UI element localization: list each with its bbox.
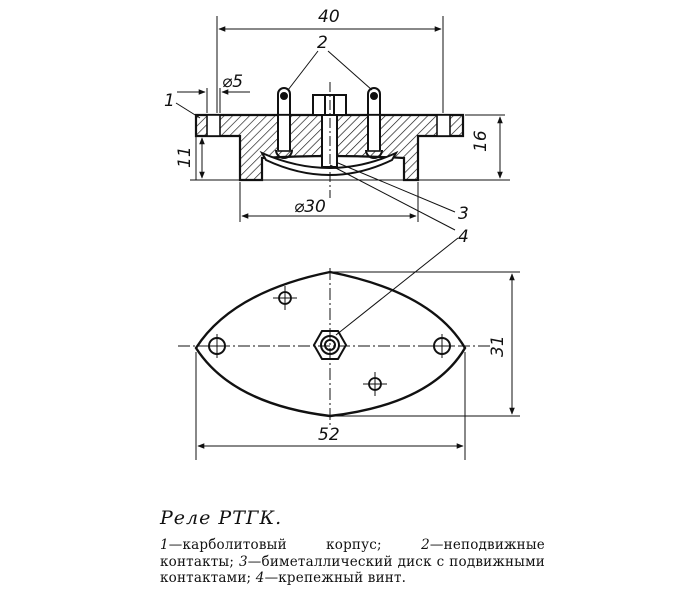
plan-view: [178, 268, 490, 425]
legend-text-1: —карболитовый корпус;: [168, 537, 422, 553]
legend-text-4: —крепежный винт.: [264, 570, 407, 586]
plan-contact-hole-bottom: [363, 372, 387, 396]
dim-width-40: 40: [318, 7, 340, 27]
callout-2: 2: [317, 33, 328, 53]
mounting-hole-right: [436, 114, 451, 137]
figure-title: Реле РТГК.: [160, 507, 283, 529]
mounting-hole-left: [206, 114, 221, 137]
callout-1: 1: [164, 91, 175, 111]
dim-diameter-30: ⌀30: [294, 197, 326, 217]
plan-fixing-screw-nut: [312, 330, 348, 360]
legend-text-2: —неподвижные контакты;: [160, 537, 545, 570]
dim-length-52: 52: [318, 425, 340, 445]
figure-legend: 1—карболитовый корпус; 2—неподвижные кон…: [160, 537, 545, 587]
dim-height-31: 31: [488, 335, 508, 357]
housing-outline: [194, 270, 467, 418]
dim-height-16: 16: [471, 130, 491, 152]
plan-dimensions: [195, 271, 520, 460]
legend-num-3: 3: [239, 553, 248, 570]
plan-contact-hole-top: [273, 286, 297, 310]
plan-mounting-hole-right: [430, 334, 454, 358]
relay-technical-drawing: 40 ⌀5 16 11 ⌀30 1 2 3 4: [164, 7, 520, 460]
section-view: [190, 82, 510, 198]
legend-num-4: 4: [255, 570, 265, 586]
legend-num-1: 1: [160, 537, 169, 553]
callout-3: 3: [458, 204, 469, 224]
callout-4: 4: [458, 227, 469, 247]
dim-diameter-5: ⌀5: [222, 72, 243, 92]
fixed-contact-right: [365, 87, 383, 159]
plan-mounting-hole-left: [205, 334, 229, 358]
legend-num-2: 2: [421, 537, 430, 553]
section-dimensions: [175, 16, 505, 336]
bimetal-disc: [259, 150, 399, 176]
fixed-contact-left: [275, 87, 293, 159]
legend-text-3: —биметаллический диск с подвижными конта…: [160, 553, 545, 587]
dim-height-11: 11: [175, 146, 195, 168]
